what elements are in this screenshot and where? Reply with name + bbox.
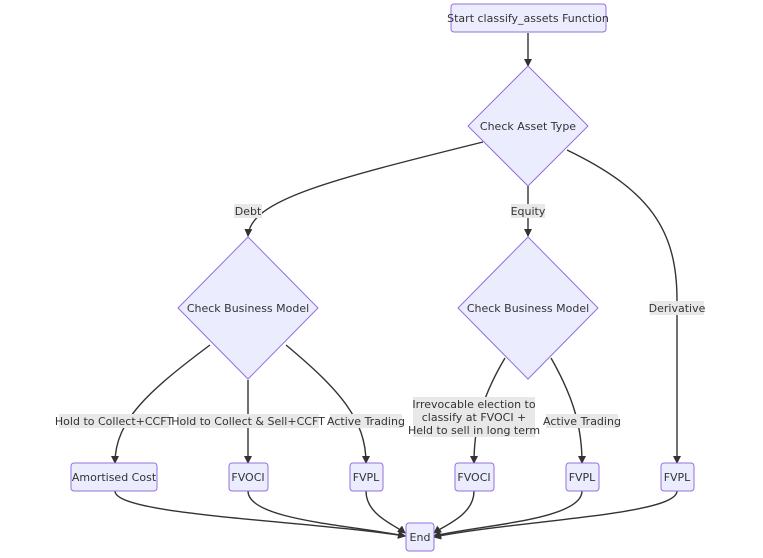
- edge-label-irrevocable: Irrevocable election to classify at FVOC…: [408, 397, 540, 437]
- edge-amortised-to-end: [114, 490, 406, 539]
- edge-fvoci-equity-to-end: [433, 490, 475, 534]
- edge-fvpl-derivative-to-end: [433, 490, 678, 540]
- edge-label-equity-text: Equity: [511, 205, 546, 218]
- node-end-label: End: [410, 531, 431, 544]
- edge-debt-to-fvpl: [285, 344, 370, 464]
- node-fvoci-debt-label: FVOCI: [231, 471, 264, 484]
- node-check-business-model-debt[interactable]: Check Business Model: [177, 236, 319, 380]
- edge-labels: Debt Equity Derivative Hold to Collect+C…: [55, 204, 706, 437]
- edge-label-irrevocable-line2: classify at FVOCI +: [422, 411, 527, 424]
- node-check-business-model-equity[interactable]: Check Business Model: [457, 236, 599, 380]
- edge-label-derivative: Derivative: [649, 301, 706, 315]
- node-fvpl-derivative-label: FVPL: [664, 471, 691, 484]
- node-check-business-model-equity-label: Check Business Model: [467, 302, 589, 315]
- edge-label-equity: Equity: [511, 204, 546, 218]
- edge-label-active-trading-debt: Active Trading: [327, 414, 405, 428]
- edge-label-active-trading-debt-text: Active Trading: [327, 415, 405, 428]
- edge-asset-type-to-debt: [244, 141, 484, 237]
- node-end[interactable]: End: [405, 522, 435, 552]
- edge-asset-type-to-derivative: [566, 149, 681, 464]
- edge-label-hold-to-collect-text: Hold to Collect+CCFT: [55, 415, 173, 428]
- edge-equity-to-fvpl: [550, 357, 586, 464]
- edges: [111, 33, 681, 540]
- edge-label-irrevocable-line1: Irrevocable election to: [412, 398, 535, 411]
- edge-label-active-trading-equity-text: Active Trading: [543, 415, 621, 428]
- node-fvpl-equity-label: FVPL: [569, 471, 596, 484]
- edge-label-hold-to-collect-sell: Hold to Collect & Sell+CCFT: [171, 414, 325, 428]
- edge-label-hold-to-collect-sell-text: Hold to Collect & Sell+CCFT: [171, 415, 325, 428]
- node-check-asset-type-label: Check Asset Type: [480, 120, 576, 133]
- edge-fvpl-debt-to-end: [365, 490, 406, 534]
- node-check-asset-type[interactable]: Check Asset Type: [467, 65, 589, 187]
- node-fvpl-derivative[interactable]: FVPL: [660, 462, 695, 492]
- edge-fvoci-debt-to-end: [247, 490, 406, 539]
- edge-label-debt: Debt: [234, 204, 262, 218]
- node-fvoci-equity[interactable]: FVOCI: [454, 462, 495, 492]
- node-fvoci-equity-label: FVOCI: [457, 471, 490, 484]
- nodes: Start classify_assets Function Check Ass…: [70, 3, 695, 552]
- node-fvpl-debt[interactable]: FVPL: [349, 462, 384, 492]
- edge-fvpl-equity-to-end: [433, 490, 583, 539]
- edge-label-debt-text: Debt: [235, 205, 262, 218]
- node-fvpl-debt-label: FVPL: [353, 471, 380, 484]
- edge-label-irrevocable-line3: Held to sell in long term: [408, 424, 540, 437]
- edge-debt-to-amortised: [111, 344, 211, 464]
- node-check-business-model-debt-label: Check Business Model: [187, 302, 309, 315]
- node-start[interactable]: Start classify_assets Function: [447, 3, 609, 33]
- edge-label-derivative-text: Derivative: [649, 302, 706, 315]
- node-fvoci-debt[interactable]: FVOCI: [228, 462, 269, 492]
- node-fvpl-equity[interactable]: FVPL: [565, 462, 600, 492]
- node-start-label: Start classify_assets Function: [447, 12, 609, 25]
- edge-label-hold-to-collect: Hold to Collect+CCFT: [55, 414, 173, 428]
- edge-label-active-trading-equity: Active Trading: [543, 414, 621, 428]
- node-amortised-cost-label: Amortised Cost: [72, 471, 157, 484]
- node-amortised-cost[interactable]: Amortised Cost: [70, 462, 158, 492]
